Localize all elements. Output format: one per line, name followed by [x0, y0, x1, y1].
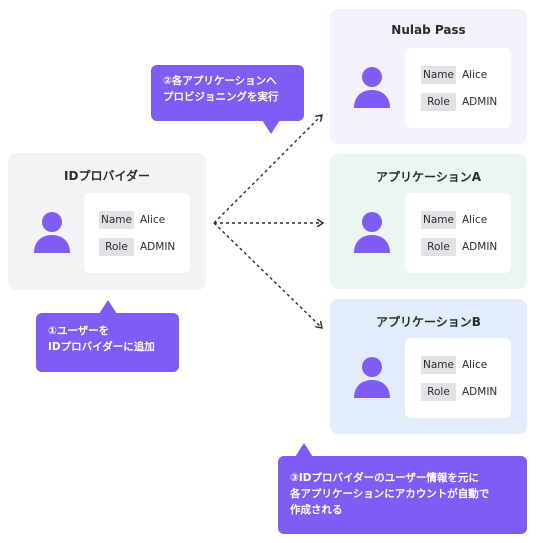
nulab-pass-panel: Nulab Pass Name Alice Role ADMIN [330, 9, 527, 144]
nulab-pass-role-field: Role ADMIN [421, 93, 497, 111]
nulab-pass-role-value: ADMIN [462, 96, 498, 108]
callout-step2-line2: プロビジョニングを実行 [163, 91, 279, 103]
app-a-panel: アプリケーションA Name Alice Role ADMIN [330, 154, 527, 289]
callout-step3-tail [295, 443, 313, 457]
idp-role-key: Role [99, 238, 134, 256]
callout-step2-tail [262, 120, 280, 134]
app-b-name-field: Name Alice [421, 356, 487, 374]
app-a-name-field: Name Alice [421, 211, 487, 229]
nulab-pass-name-field: Name Alice [421, 66, 487, 84]
callout-step3-line2: 各アプリケーションにアカウントが自動で [290, 488, 490, 500]
idp-role-value: ADMIN [140, 241, 176, 253]
app-a-role-value: ADMIN [462, 241, 498, 253]
callout-step2: ②各アプリケーションへ プロビジョニングを実行 [151, 65, 304, 121]
nulab-pass-title: Nulab Pass [391, 23, 466, 37]
idp-role-field: Role ADMIN [99, 238, 175, 256]
app-a-name-key: Name [421, 211, 456, 229]
callout-step3-line3: 作成される [290, 504, 343, 516]
callout-step1: ①ユーザーを IDプロバイダーに追加 [36, 313, 179, 372]
user-icon [34, 212, 70, 253]
callout-step1-line1: ①ユーザーを [48, 325, 110, 337]
app-b-role-key: Role [421, 383, 456, 401]
app-a-title: アプリケーションA [375, 170, 482, 184]
idp-panel: IDプロバイダー Name Alice Role ADMIN [8, 153, 206, 290]
nulab-pass-name-value: Alice [462, 69, 488, 81]
app-b-name-value: Alice [462, 359, 488, 371]
callout-step1-line2: IDプロバイダーに追加 [48, 341, 155, 353]
callout-step3: ③IDプロバイダーのユーザー情報を元に 各アプリケーションにアカウントが自動で … [278, 456, 527, 534]
idp-name-field: Name Alice [99, 211, 165, 229]
app-a-role-key: Role [421, 238, 456, 256]
idp-title: IDプロバイダー [64, 169, 150, 183]
app-a-name-value: Alice [462, 214, 488, 226]
idp-name-key: Name [99, 211, 134, 229]
app-a-role-field: Role ADMIN [421, 238, 497, 256]
arrow-to-app-b [213, 222, 322, 328]
nulab-pass-name-key: Name [421, 66, 456, 84]
callout-step2-line1: ②各アプリケーションへ [163, 75, 277, 87]
nulab-pass-user-card: Name Alice Role ADMIN [405, 48, 511, 128]
idp-user-card: Name Alice Role ADMIN [84, 193, 190, 273]
app-a-user-card: Name Alice Role ADMIN [405, 193, 511, 273]
app-b-user-card: Name Alice Role ADMIN [405, 338, 511, 418]
app-b-role-field: Role ADMIN [421, 383, 497, 401]
user-icon [354, 67, 390, 108]
user-icon [354, 357, 390, 398]
idp-name-value: Alice [140, 214, 166, 226]
nulab-pass-role-key: Role [421, 93, 456, 111]
callout-step3-line1: ③IDプロバイダーのユーザー情報を元に [290, 472, 479, 484]
app-b-title: アプリケーションB [376, 315, 481, 329]
callout-step1-tail [99, 300, 117, 314]
user-icon [354, 212, 390, 253]
app-b-role-value: ADMIN [462, 386, 498, 398]
app-b-name-key: Name [421, 356, 456, 374]
app-b-panel: アプリケーションB Name Alice Role ADMIN [330, 299, 527, 434]
arrow-to-nulab-pass [213, 115, 322, 224]
